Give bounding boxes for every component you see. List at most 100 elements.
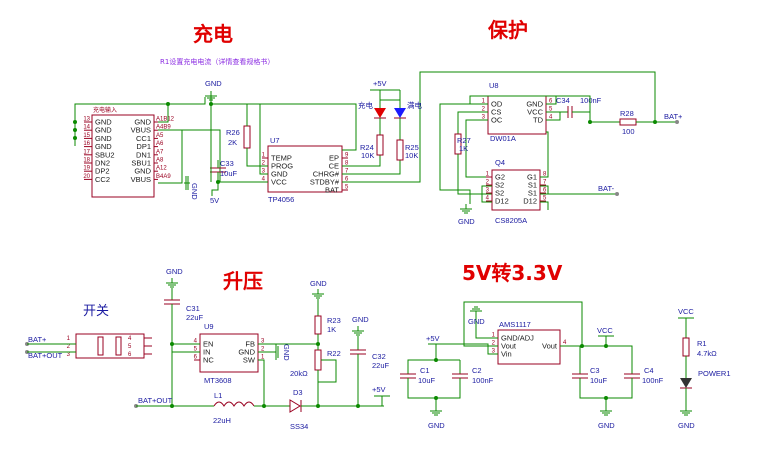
ic-pin-number: 1 (482, 99, 486, 105)
usb-pin-name: GND (95, 142, 112, 151)
usb-pin-name: DP1 (136, 142, 151, 151)
c31-value: 22uF (186, 313, 204, 322)
svg-text:充电输入: 充电输入 (93, 106, 117, 114)
r27-label: R27 (457, 136, 471, 145)
led-full-icon (394, 108, 406, 118)
net-gnd-top: GND (205, 79, 222, 88)
ic-pin-number: 7 (345, 169, 349, 175)
r25-label: R25 (405, 143, 419, 152)
ic-pin-name: CE (329, 162, 339, 171)
usb-pin-name: DP2 (95, 167, 110, 176)
ic-pin-name: EP (329, 154, 339, 163)
switch-pin-number: 5 (128, 344, 132, 350)
ic-pin-number: 5 (345, 185, 349, 191)
ic-pin-name: FB (245, 340, 255, 349)
usb-pin-name: GND (134, 167, 151, 176)
usb-pin-name: SBU1 (131, 159, 151, 168)
ic-pin-number: 1 (492, 333, 496, 339)
usb-pin-name: GND (95, 118, 112, 127)
r24-value: 10K (361, 151, 374, 160)
net-gnd-c31: GND (166, 267, 183, 276)
svg-text:AMS1117: AMS1117 (499, 320, 531, 329)
r27-value: 1K (459, 144, 468, 153)
r1-label: R1 (697, 339, 707, 348)
ic-pin-number: 8 (345, 161, 349, 167)
net-bat-plus: BAT+ (664, 112, 683, 121)
r22-resistor (314, 349, 322, 371)
ldo-pin-name: Vout (542, 342, 558, 351)
ic-pin-number: 3 (482, 115, 486, 121)
ic-pin-name: S2 (495, 181, 504, 190)
ic-pin-number: 4 (486, 196, 490, 202)
c3-label: C3 (590, 366, 600, 375)
ic-pin-number: 2 (262, 161, 266, 167)
usb-pin-name: CC1 (136, 134, 151, 143)
usb-pin-name: GND (95, 126, 112, 135)
ic-pin-number: 7 (543, 180, 547, 186)
c32-value: 22uF (372, 361, 390, 370)
svg-text:U7: U7 (270, 136, 280, 145)
ic-pin-name: CHRG# (313, 170, 340, 179)
r1-resistor (682, 337, 690, 357)
net-bat-minus: BAT- (598, 184, 615, 193)
ic-pin-number: 6 (543, 188, 547, 194)
ic-pin-name: Vin (501, 350, 512, 359)
svg-text:GND: GND (468, 317, 485, 326)
section-title-protect: 保护 (487, 18, 528, 42)
switch-net-bat: BAT+ (28, 335, 47, 344)
ic-pin-number: 5 (549, 107, 553, 113)
section-title-charge: 充电 (193, 22, 233, 46)
ic-pin-number: 8 (543, 172, 547, 178)
usb-pin-number: A7 (156, 149, 164, 155)
net-5v-boost: +5V (372, 385, 386, 394)
net-gnd-c32: GND (352, 315, 369, 324)
led-charge-label: 充电 (358, 100, 373, 110)
c31-label: C31 (186, 304, 200, 313)
d3-diode (289, 399, 301, 413)
d3-value: SS34 (290, 422, 308, 431)
switch-pin-number: 1 (67, 336, 71, 342)
c3-value: 10uF (590, 376, 608, 385)
usb-pin-number: 18 (83, 158, 90, 164)
ic-pin-name: STDBY# (310, 178, 340, 187)
r28-resistor (619, 118, 637, 126)
section-title-ldo: 5V转3.3V (462, 261, 563, 285)
ic-pin-number: 2 (492, 341, 496, 347)
ic-pin-number: 5 (543, 196, 547, 202)
usb-pin-number: 13 (83, 117, 90, 123)
ic-pin-number: 5 (194, 347, 198, 353)
ic-pin-name: TEMP (271, 154, 292, 163)
svg-text:U9: U9 (204, 322, 214, 331)
l1-value: 22uH (213, 416, 231, 425)
switch-pin-number: 3 (67, 352, 71, 358)
usb-pin-number: A8 (156, 158, 164, 164)
usb-pin-name: VBUS (131, 126, 151, 135)
c33-label: C33 (220, 159, 234, 168)
ic-pin-number: 2 (482, 107, 486, 113)
usb-pin-name: DN2 (95, 159, 110, 168)
ic-pin-name: GND (238, 348, 255, 357)
ic-pin-name: GND (526, 100, 543, 109)
ic-pin-name: OD (491, 100, 503, 109)
svg-text:GND: GND (282, 344, 291, 361)
ic-pin-number: 6 (549, 99, 553, 105)
ic-pin-name: PROG (271, 162, 293, 171)
net-5v-ldo: +5V (426, 334, 440, 343)
net-gnd-r23: GND (310, 279, 327, 288)
net-5v: 5V (210, 196, 219, 205)
ic-pin-number: 1 (262, 153, 266, 159)
ic-pin-number: 1 (261, 355, 265, 361)
ic-pin-number: 4 (549, 115, 553, 121)
net-5v-led: +5V (373, 79, 387, 88)
ldo-pin-number: 4 (563, 340, 567, 346)
usb-pin-number: A6 (156, 141, 164, 147)
ic-pin-name: IN (203, 348, 211, 357)
ic-pin-name: G2 (495, 173, 505, 182)
r25-value: 10K (405, 151, 418, 160)
usb-pin-name: SBU2 (95, 150, 115, 159)
